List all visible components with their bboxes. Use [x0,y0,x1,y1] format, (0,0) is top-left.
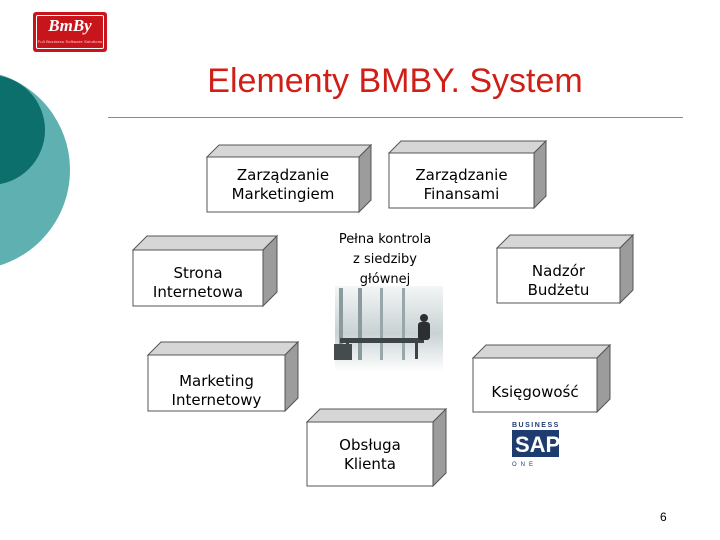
box-side-face [284,340,299,413]
box-top-face [146,341,300,356]
sap-logo-box [512,430,559,457]
logo-tagline: Full Business Software Solutions [37,39,103,44]
box-accounting [471,343,612,414]
box-top-face [471,344,612,359]
box-front-face [496,247,621,304]
box-website [131,234,279,308]
sap-logo-top-text: BUSINESS [512,422,560,429]
page-title: Elementy BMBY. System [207,62,583,100]
label-internet-marketing: Marketing Internetowy [171,372,262,409]
desk-leg [415,343,418,359]
person-head [420,314,428,322]
sap-business-one-logo: BUSINESS SAP ONE [512,422,560,468]
logo-text: BmBy [48,16,92,35]
page-number: 6 [660,510,667,524]
box-front-face [388,152,535,209]
decorative-circles [0,74,70,266]
box-top-face [205,144,373,158]
label-marketing-management: Zarządzanie Marketingiem [231,166,335,203]
box-side-face [533,139,547,210]
office-photo [334,286,443,372]
box-front-face [206,156,360,213]
box-marketing-management [205,143,373,214]
logo-border [36,15,104,49]
sap-logo-text: SAP [515,432,560,457]
chair [334,344,352,360]
label-accounting: Księgowość [491,383,579,401]
title-divider [108,117,683,118]
box-front-face [472,357,598,413]
person-body [418,322,430,340]
box-customer-service [305,407,448,488]
box-finance-management [387,139,548,210]
box-front-face [147,354,286,412]
label-customer-service: Obsługa Klienta [339,436,401,473]
box-top-face [131,235,279,251]
label-budget: Nadzór Budżetu [527,262,590,299]
window-mullion [402,288,405,360]
label-website: Strona Internetowa [152,264,244,301]
bmby-logo: BmBy Full Business Software Solutions [33,12,107,52]
window-mullion [358,288,362,360]
box-side-face [432,407,447,488]
box-top-face [387,140,548,154]
box-budget [495,233,635,305]
box-top-face [495,234,635,249]
window-mullion [339,288,343,360]
sap-logo-bottom-text: ONE [512,462,537,468]
dark-teal-circle [0,75,45,185]
box-top-face [305,408,448,423]
label-finance-management: Zarządzanie Finansami [415,166,508,203]
box-side-face [358,143,372,214]
box-internet-marketing [146,340,300,413]
window-mullion [380,288,383,360]
label-central-control: Pełna kontrola z siedziby głównej [338,232,432,287]
box-front-face [132,249,264,307]
box-front-face [306,421,434,487]
desk [340,338,424,343]
